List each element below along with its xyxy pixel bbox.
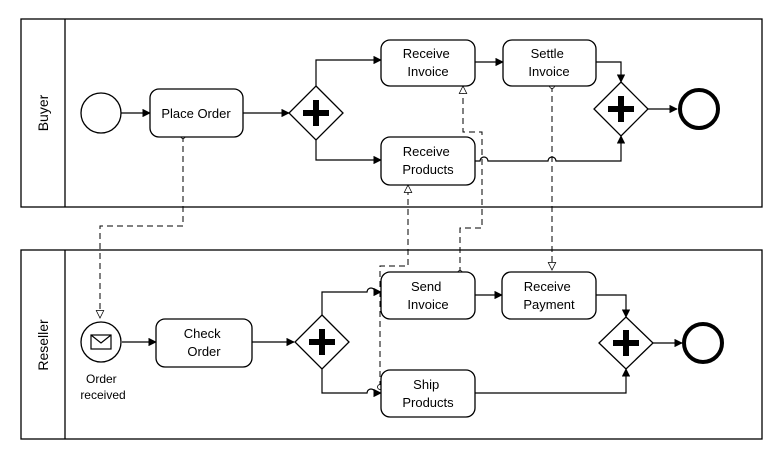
task-settle-invoice-label: Settle Invoice (528, 46, 569, 79)
task-receive-products-label: Receive Products (402, 144, 454, 177)
task-send-invoice-label: Send Invoice (407, 279, 448, 312)
buyer-lane-label: Buyer (35, 94, 51, 131)
task-place-order[interactable]: Place Order (149, 88, 244, 138)
message-invoice-to-receive-invoice (460, 86, 483, 273)
task-receive-payment-label: Receive Payment (523, 279, 575, 312)
flow-receive-products-to-join (475, 135, 626, 162)
buyer-split-gateway[interactable] (288, 85, 344, 141)
message-products-to-receive-products (380, 185, 408, 387)
task-ship-products[interactable]: Ship Products (380, 369, 476, 418)
task-settle-invoice[interactable]: Settle Invoice (502, 39, 597, 87)
task-receive-payment[interactable]: Receive Payment (501, 271, 597, 320)
message-flows (100, 86, 552, 387)
buyer-join-gateway[interactable] (593, 81, 649, 137)
plus-icon (608, 96, 634, 122)
buyer-end-event[interactable] (678, 88, 720, 130)
task-receive-invoice-label: Receive Invoice (403, 46, 454, 79)
message-order-to-order-received (100, 136, 183, 318)
reseller-split-gateway[interactable] (294, 314, 350, 370)
flow-gateway-to-receive-products (315, 140, 382, 165)
plus-icon (613, 330, 639, 356)
order-received-event[interactable] (80, 321, 122, 363)
reseller-lane-label: Reseller (35, 319, 51, 371)
reseller-sequence-flows (122, 287, 683, 398)
task-receive-invoice[interactable]: Receive Invoice (380, 39, 476, 87)
task-check-order[interactable]: Check Order (155, 318, 253, 368)
buyer-start-event[interactable] (80, 92, 122, 134)
flow-gateway-to-send-invoice (321, 287, 382, 315)
task-send-invoice[interactable]: Send Invoice (380, 271, 476, 320)
flow-ship-to-join (475, 368, 631, 394)
flow-receive-payment-to-join (596, 294, 631, 318)
plus-icon (309, 329, 335, 355)
flow-gateway-to-receive-invoice (315, 55, 382, 86)
plus-icon (303, 100, 329, 126)
task-receive-products[interactable]: Receive Products (380, 136, 476, 186)
flow-gateway-to-ship-products (321, 369, 382, 398)
task-ship-products-label: Ship Products (402, 377, 454, 410)
reseller-join-gateway[interactable] (598, 316, 654, 370)
envelope-icon (90, 334, 112, 350)
order-received-label: Order received (80, 372, 125, 402)
reseller-end-event[interactable] (682, 322, 724, 364)
task-check-order-label: Check Order (184, 326, 224, 359)
flow-settle-to-join (596, 61, 626, 83)
task-place-order-label: Place Order (161, 106, 231, 121)
